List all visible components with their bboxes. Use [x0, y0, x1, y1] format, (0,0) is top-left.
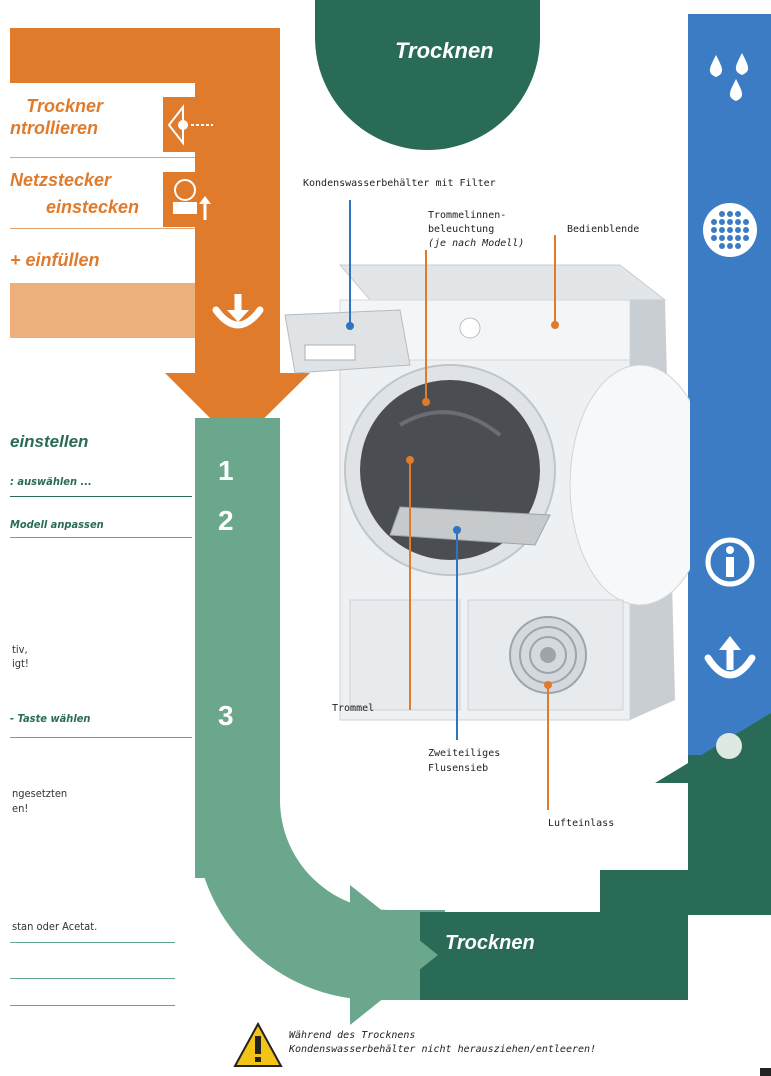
settings-heading: einstellen	[10, 432, 89, 451]
green-up-arrow	[655, 713, 771, 783]
check-dryer-icon	[163, 97, 217, 152]
label-drum: Trommel	[332, 703, 375, 714]
bottom-line-2	[10, 978, 175, 979]
select-row-line	[10, 496, 192, 497]
right-dot	[716, 733, 742, 759]
step-2: 2	[218, 505, 234, 536]
check-dryer-line1: Trockner	[26, 96, 103, 116]
teal-arrow-head	[350, 885, 438, 1025]
top-title: Trocknen	[395, 38, 494, 63]
load-arrow-icon	[212, 294, 264, 329]
bottom-line-3	[10, 1005, 175, 1006]
label-lighting-3: (je nach Modell)	[428, 238, 525, 249]
adjust-model-text: Modell anpassen	[10, 518, 104, 531]
page-corner-mark	[760, 1068, 771, 1076]
choose-key-text: - Taste wählen	[10, 712, 91, 725]
callout-lines	[346, 200, 559, 810]
plug-icon	[163, 172, 217, 227]
label-air-inlet: Lufteinlass	[548, 818, 615, 829]
note1-line-a: tiv,	[12, 643, 28, 656]
orange-arrow-head	[165, 373, 310, 445]
right-blue-bar	[688, 14, 771, 759]
orange-divider-2	[10, 228, 195, 229]
warning-line-1: Während des Trocknens	[289, 1030, 416, 1041]
label-condensate: Kondenswasserbehälter mit Filter	[303, 178, 496, 189]
adjust-model-line	[10, 537, 192, 538]
bottom-line-1	[10, 942, 175, 943]
note2-line-a: ngesetzten	[12, 787, 68, 800]
label-lighting-2: beleuchtung	[428, 224, 495, 235]
label-filter-1: Zweiteiliges	[428, 748, 501, 759]
orange-divider-1	[10, 157, 195, 158]
warning-icon	[233, 1022, 283, 1067]
top-title-arc	[315, 0, 540, 150]
plug-in-line2: einstecken	[46, 197, 140, 217]
plug-in-line1: Netzstecker	[10, 170, 112, 190]
note2-line-b: en!	[12, 802, 29, 815]
filter-dots-icon	[703, 203, 757, 257]
water-drops-icon	[709, 53, 749, 101]
bottom-title: Trocknen	[445, 932, 535, 954]
dryer-illustration	[284, 264, 690, 721]
warning-line-2: Kondenswasserbehälter nicht herausziehen…	[289, 1044, 597, 1055]
choose-key-line	[10, 737, 192, 738]
step-1: 1	[218, 455, 234, 486]
unload-arrow-icon	[704, 636, 756, 679]
note3-text: stan oder Acetat.	[12, 920, 98, 933]
label-panel: Bedienblende	[567, 224, 640, 235]
check-dryer-line2: ntrollieren	[10, 118, 99, 138]
label-lighting-1: Trommelinnen-	[428, 210, 507, 221]
label-filter-2: Flusensieb	[428, 763, 489, 774]
step-3: 3	[218, 700, 234, 731]
note1-line-b: igt!	[12, 657, 29, 670]
info-icon	[705, 537, 755, 587]
select-row-text: : auswählen ...	[10, 475, 92, 488]
fill-in-label: + einfüllen	[10, 250, 100, 270]
